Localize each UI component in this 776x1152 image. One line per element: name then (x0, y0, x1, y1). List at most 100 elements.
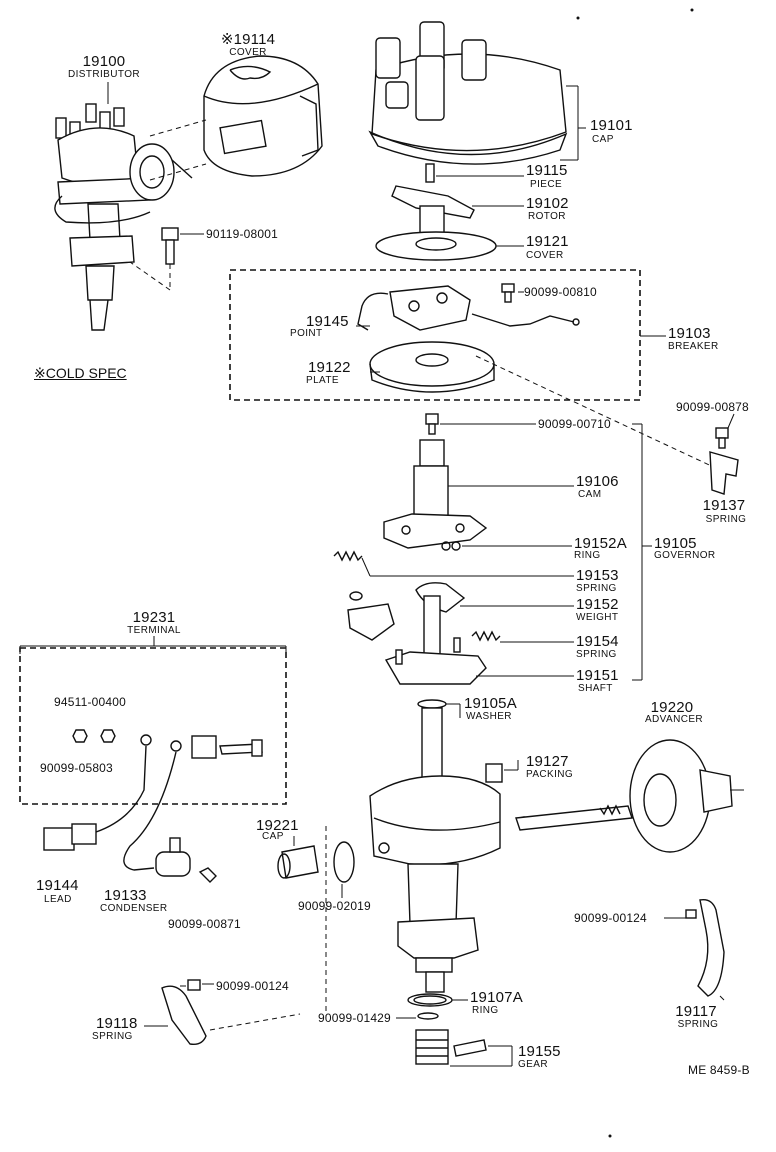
part-number-19117: 19117 (675, 1003, 717, 1020)
cold-spec-note: ※COLD SPEC (34, 365, 127, 381)
screw-90099-00810-drawing (501, 283, 515, 303)
part-name-cover-19114: COVER (229, 47, 267, 58)
part-name-piece: PIECE (530, 179, 563, 190)
part-name-advancer: ADVANCER (644, 714, 704, 725)
lead-19144-drawing (43, 745, 147, 851)
part-name-point: POINT (290, 328, 323, 339)
breaker-19103-box (229, 269, 666, 401)
fastener-90099-00810: 90099-00810 (524, 285, 597, 299)
part-name-cap-19101: CAP (592, 134, 614, 145)
spring-19118-drawing (144, 979, 214, 1046)
distributor-assembly-drawing (54, 103, 193, 331)
part-number-19151: 19151 (576, 667, 619, 684)
screw-90099-00710-drawing (425, 413, 536, 435)
part-number-19103: 19103 (668, 325, 711, 342)
part-name-plate: PLATE (306, 375, 339, 386)
spring-19153-drawing (333, 550, 574, 577)
part-name-spring-19118: SPRING (92, 1031, 133, 1042)
fastener-90099-00871: 90099-00871 (168, 917, 241, 931)
part-number-19133: 19133 (104, 887, 147, 904)
spring-19137-drawing (709, 427, 739, 495)
fastener-90099-00124-left: 90099-00124 (216, 979, 289, 993)
governor-19105-bracket (632, 423, 652, 681)
part-name-cap-19221: CAP (262, 831, 284, 842)
scan-dot (576, 16, 580, 20)
cover-19121-drawing (375, 231, 524, 261)
part-number-19145: 19145 (306, 313, 349, 330)
part-number-19155: 19155 (518, 1043, 561, 1060)
ring-19152a-drawing (441, 541, 572, 551)
part-number-19114: ※19114 (220, 31, 276, 48)
part-number-19121: 19121 (526, 233, 569, 250)
part-number-19100: 19100 (82, 53, 126, 70)
part-number-19231: 19231 (132, 609, 176, 626)
fastener-90099-02019: 90099-02019 (298, 899, 371, 913)
part-name-spring-19117: SPRING (677, 1019, 719, 1030)
part-name-rotor: ROTOR (528, 211, 566, 222)
part-number-19102: 19102 (526, 195, 569, 212)
part-name-gear: GEAR (518, 1059, 548, 1070)
bolt-90119-08001-drawing (129, 227, 204, 291)
condenser-19133-drawing (123, 751, 217, 883)
part-number-19107a: 19107A (470, 989, 523, 1006)
part-number-19144: 19144 (36, 877, 79, 894)
weight-19152-drawing (347, 582, 574, 641)
part-name-lead: LEAD (44, 894, 72, 905)
cap-19101-drawing (368, 21, 586, 165)
spring-19154-drawing (471, 630, 574, 643)
leader-90099-00878 (727, 413, 735, 429)
terminal-parts-drawing (72, 729, 263, 759)
part-name-weight: WEIGHT (576, 612, 619, 623)
rotor-19102-drawing (391, 185, 524, 241)
part-number-19152a: 19152A (574, 535, 627, 552)
part-name-packing: PACKING (526, 769, 574, 780)
fastener-90099-00710: 90099-00710 (538, 417, 611, 431)
part-number-19137: 19137 (702, 497, 746, 514)
part-name-spring-19137: SPRING (705, 514, 747, 525)
point-19145-drawing (356, 285, 580, 331)
part-number-19221: 19221 (256, 817, 299, 834)
part-number-19118: 19118 (96, 1015, 138, 1032)
part-number-19154: 19154 (576, 633, 619, 650)
shaft-19151-drawing (384, 595, 574, 685)
part-number-19122: 19122 (308, 359, 351, 376)
advancer-19220-drawing (515, 739, 744, 853)
plate-19122-drawing (369, 341, 495, 393)
part-name-terminal: TERMINAL (127, 625, 181, 636)
part-number-19101: 19101 (590, 117, 633, 134)
part-name-washer: WASHER (466, 711, 512, 722)
part-number-19105a: 19105A (464, 695, 517, 712)
part-name-ring-19152a: RING (574, 550, 601, 561)
scan-dot (690, 8, 694, 12)
housing-drawing (369, 707, 530, 993)
piece-19115-drawing (425, 163, 524, 183)
part-name-shaft: SHAFT (578, 683, 613, 694)
part-number-19106: 19106 (576, 473, 619, 490)
washer-90099-01429-drawing (396, 1012, 439, 1020)
terminal-19231-box (19, 636, 287, 805)
part-name-cam: CAM (578, 489, 602, 500)
cap-19221-drawing (277, 836, 355, 898)
packing-19127-drawing (485, 760, 519, 783)
ring-19107a-drawing (407, 993, 468, 1007)
fastener-90119-08001: 90119-08001 (206, 227, 279, 241)
part-number-19127: 19127 (526, 753, 569, 770)
part-name-condenser: CONDENSER (100, 903, 168, 914)
fastener-90099-00124-right: 90099-00124 (574, 911, 647, 925)
fastener-94511-00400: 94511-00400 (54, 695, 127, 709)
part-number-19115: 19115 (526, 162, 568, 179)
cover-19114-drawing (149, 55, 323, 181)
scan-dot (608, 1134, 612, 1138)
part-name-spring-19153: SPRING (576, 583, 617, 594)
spring-19117-drawing (664, 899, 725, 997)
part-name-cover-19121: COVER (526, 250, 564, 261)
part-number-19105: 19105 (654, 535, 697, 552)
part-name-distributor: DISTRIBUTOR (68, 69, 140, 80)
fastener-90099-05803: 90099-05803 (40, 761, 113, 775)
leader-19117 (719, 995, 725, 1001)
fastener-90099-00878: 90099-00878 (676, 400, 749, 414)
part-number-19152: 19152 (576, 596, 619, 613)
part-name-governor: GOVERNOR (654, 550, 716, 561)
figure-code: ME 8459-B (688, 1063, 750, 1077)
